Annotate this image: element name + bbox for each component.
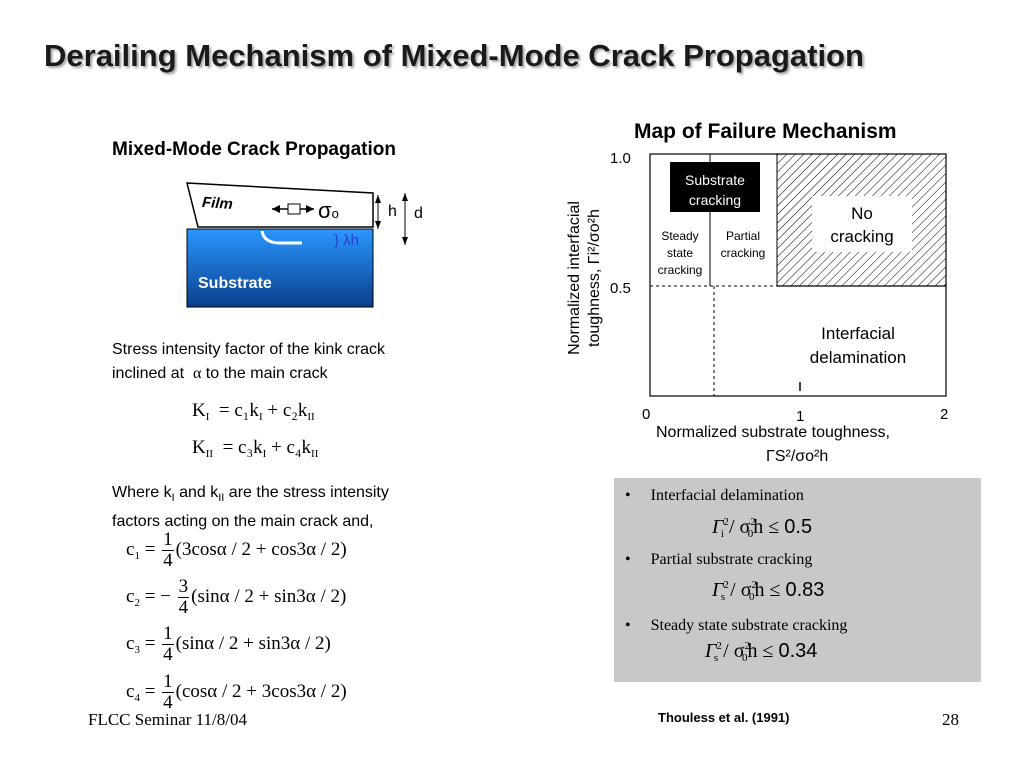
criterion-3-formula: Γ2s / σ20h ≤ 0.34 <box>705 640 818 664</box>
y-axis-label: Normalized interfacial toughness, Γi²/σo… <box>566 201 603 355</box>
film-substrate-diagram <box>186 182 408 308</box>
substrate-label: Substrate <box>198 275 272 292</box>
criteria-box <box>614 478 981 682</box>
left-heading: Mixed-Mode Crack Propagation <box>112 139 396 160</box>
substrate-cracking-box <box>670 162 760 212</box>
x-axis-label-line2: ΓS²/σo²h <box>766 448 829 465</box>
y-tick-1: 1.0 <box>610 150 631 167</box>
y-tick-0-5: 0.5 <box>610 280 631 297</box>
chart-title: Map of Failure Mechanism <box>634 120 897 143</box>
criterion-3-label: • Steady state substrate cracking <box>625 617 848 634</box>
x-tick-1: 1 <box>796 408 805 425</box>
stress-intensity-text: Stress intensity factor of the kink crac… <box>112 341 385 382</box>
footer-left: FLCC Seminar 11/8/04 <box>88 710 247 729</box>
region-substrate-cracking: Substrate cracking <box>685 172 745 208</box>
x-axis-label-line1: Normalized substrate toughness, <box>656 424 890 441</box>
lambda-h-label: } λh <box>334 232 360 249</box>
criterion-1-formula: Γ2i / σ20h ≤ 0.5 <box>712 516 813 540</box>
kink-crack <box>260 230 302 245</box>
x-tick-0: 0 <box>642 406 651 423</box>
d-label: d <box>414 205 423 222</box>
page-number: 28 <box>942 710 959 729</box>
sigma-label: σo <box>318 198 339 223</box>
h-label: h <box>388 203 397 220</box>
criterion-2-label: • Partial substrate cracking <box>625 551 813 568</box>
no-cracking-box <box>812 196 912 252</box>
where-text: Where kI and kII are the stress intensit… <box>112 484 389 530</box>
criterion-2-formula: Γ2s / σ20h ≤ 0.83 <box>712 579 825 603</box>
equation-KI: KI = c₁kI + c₂kII <box>192 400 315 423</box>
film-label: Film <box>201 193 234 214</box>
equation-KII: KII = c₃kI + c₄kII <box>192 437 319 460</box>
x-tick-2: 2 <box>940 406 949 423</box>
criterion-1-label: • Interfacial delamination <box>625 487 804 504</box>
citation: Thouless et al. (1991) <box>658 710 790 725</box>
slide-title: Derailing Mechanism of Mixed-Mode Crack … <box>44 38 864 73</box>
failure-map-chart <box>649 153 947 397</box>
